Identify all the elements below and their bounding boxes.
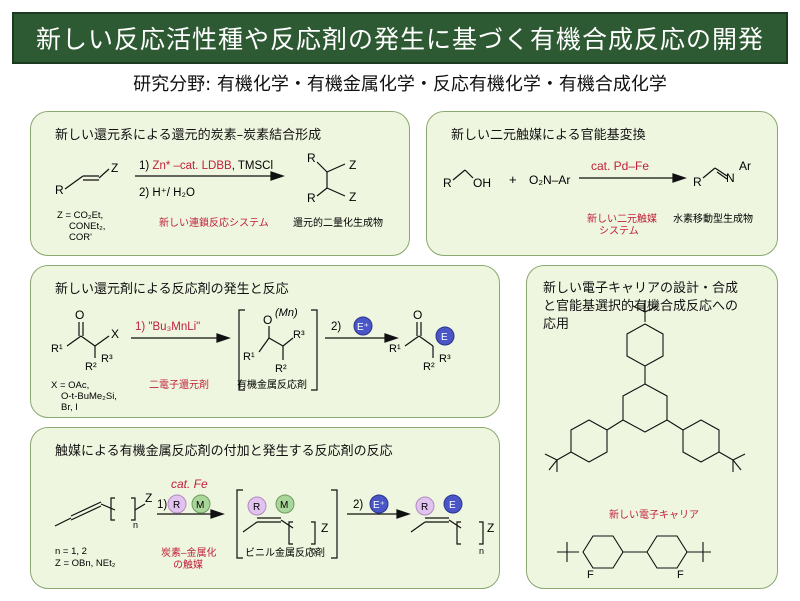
imine-ar: Ar xyxy=(739,159,751,173)
catalyst-label: cat. Fe xyxy=(171,477,208,491)
z-group: Z xyxy=(111,161,118,175)
metal-icon xyxy=(191,494,211,514)
product-z1: Z xyxy=(349,158,356,172)
x-list-1: O-t-BuMe₂Si, xyxy=(61,391,117,402)
panel-title: 新しい電子キャリアの設計・合成と官能基選択的有機合成反応への応用 xyxy=(543,281,739,332)
panel-catalytic-addition: 触媒による有機金属反応剤の付加と発生する反応剤の反応 xyxy=(30,427,500,589)
carbonyl-o: O xyxy=(75,308,84,322)
vinyl-m-icon xyxy=(275,494,295,514)
enolate-mn: (Mn) xyxy=(275,307,298,319)
imine-n: N xyxy=(726,171,735,185)
electrophile-icon xyxy=(353,316,373,336)
label-catalyst-1: システム xyxy=(599,225,639,237)
label-catalyst-0: 新しい二元触媒 xyxy=(587,212,657,225)
panel-reductive-coupling: 新しい還元系による還元的炭素–炭素結合形成 R Z 1) Zn* –cat. L… xyxy=(30,111,410,256)
enolate-r2: R² xyxy=(275,363,287,375)
reagent-m: M xyxy=(196,500,204,511)
reductant-label: 1) "Bu₃MnLi" xyxy=(135,321,200,333)
step2-label: 2) H⁺/ H₂O xyxy=(139,187,195,199)
label-vinyl-metal-reagent: ビニル金属反応剤 xyxy=(245,546,325,559)
product-e: E xyxy=(449,500,456,511)
page-title: 新しい反応活性種や反応剤の発生に基づく有機合成反応の開発 xyxy=(35,25,764,54)
product-e: E xyxy=(441,332,448,343)
step1-label: 1) xyxy=(157,499,167,511)
enolate-o: O xyxy=(263,313,272,327)
panel-reagent-generation: 新しい還元剤による反応剤の発生と反応 O R¹ xyxy=(30,265,500,418)
product-r2: R² xyxy=(423,361,435,373)
enolate-r1: R¹ xyxy=(243,351,255,363)
electrophile-label: E⁺ xyxy=(373,500,385,511)
sub-r1: R¹ xyxy=(51,343,63,355)
vinyl-r: R xyxy=(253,502,260,513)
scheme-reagent-generation: O R¹ R² R³ X 1) "Bu₃MnLi" O (Mn) R¹ R² R… xyxy=(51,307,455,413)
r-group-icon xyxy=(167,494,187,514)
panel-title: 新しい還元剤による反応剤の発生と反応 xyxy=(55,282,289,297)
label-catalyst-1: の触媒 xyxy=(173,558,203,571)
vinyl-r-icon xyxy=(247,496,267,516)
label-h-transfer-product: 水素移動型生成物 xyxy=(673,212,753,225)
product-r: R xyxy=(421,502,428,513)
product-r: R xyxy=(693,175,702,189)
reagent-r: R xyxy=(173,500,180,511)
product-z: Z xyxy=(487,521,494,535)
label-chain-system: 新しい連鎖反応システム xyxy=(159,216,269,229)
plus-sign: + xyxy=(509,172,517,187)
leaving-x: X xyxy=(111,327,119,341)
panel-title: 新しい二元触媒による官能基変換 xyxy=(451,128,646,143)
product-e-icon xyxy=(443,494,463,514)
panel-electron-carrier: 新しい電子キャリアの設計・合成と官能基選択的有機合成反応への応用 xyxy=(526,265,778,589)
product-r1: R xyxy=(307,151,316,165)
panel-title: 触媒による有機金属反応剤の付加と発生する反応剤の反応 xyxy=(55,444,393,459)
electrophile-product-icon xyxy=(435,326,455,346)
step2-label: 2) xyxy=(331,321,341,333)
label-dimer-product: 還元的二量化生成物 xyxy=(293,216,383,229)
label-organometallic-reagent: 有機金属反応剤 xyxy=(237,378,307,391)
label-electron-carrier: 新しい電子キャリア xyxy=(609,508,699,521)
product-r-icon xyxy=(415,496,435,516)
panel-title: 新しい還元系による還元的炭素–炭素結合形成 xyxy=(55,128,322,143)
n-list-0: n = 1, 2 xyxy=(55,546,87,557)
electrophile-icon xyxy=(369,494,389,514)
label-catalyst-0: 炭素–金属化 xyxy=(161,546,217,559)
vinyl-m: M xyxy=(280,500,288,511)
r-group: R xyxy=(55,183,64,197)
z-list-2: COR' xyxy=(69,232,92,243)
product-r2: R xyxy=(307,191,316,205)
product-o: O xyxy=(413,308,422,322)
z-list-1: CONEt₂, xyxy=(69,221,105,232)
step1-label: 1) Zn* –cat. LDBB, TMSCl xyxy=(139,160,273,172)
product-z2: Z xyxy=(349,190,356,204)
product-r3: R³ xyxy=(439,353,451,365)
product-r1: R¹ xyxy=(389,343,401,355)
n-list-1: Z = OBn, NEt₂ xyxy=(55,558,116,569)
title-banner: 新しい反応活性種や反応剤の発生に基づく有機合成反応の開発 xyxy=(12,12,788,64)
sub-r3: R³ xyxy=(101,353,113,365)
x-list-0: X = OAc, xyxy=(51,380,89,391)
step2-label: 2) xyxy=(353,499,363,511)
vinyl-z: Z xyxy=(321,521,328,535)
nitroarene: O₂N–Ar xyxy=(529,173,570,187)
scheme-reductive-coupling: R Z 1) Zn* –cat. LDBB, TMSCl 2) H⁺/ H₂O … xyxy=(55,151,383,243)
scheme-binary-catalyst: R OH + O₂N–Ar cat. Pd–Fe R N Ar 新しい二元触媒 … xyxy=(443,159,753,237)
scheme-catalytic-addition: Z n cat. Fe 1) R M R M Z n 2) E⁺ R E Z n… xyxy=(54,477,494,571)
electrophile-label: E⁺ xyxy=(357,322,369,333)
x-list-2: Br, I xyxy=(61,402,78,413)
substrate-z: Z xyxy=(145,491,152,505)
label-two-electron-reductant: 二電子還元剤 xyxy=(149,378,209,391)
research-fields: 研究分野: 有機化学・有機金属化学・反応有機化学・有機合成化学 xyxy=(133,74,667,95)
vinyl-n: n xyxy=(311,546,316,556)
structure-electron-carrier: 新しい電子キャリア F F xyxy=(544,300,746,581)
panel-binary-catalyst: 新しい二元触媒による官能基変換 R OH + O₂N–Ar cat. Pd–Fe… xyxy=(426,111,778,256)
substrate-n: n xyxy=(133,520,138,530)
catalyst-label: cat. Pd–Fe xyxy=(591,159,649,173)
fluoro-1: F xyxy=(587,569,594,581)
sub-r2: R² xyxy=(85,361,97,373)
product-n: n xyxy=(479,546,484,556)
fluoro-2: F xyxy=(677,569,684,581)
z-list-0: Z = CO₂Et, xyxy=(57,210,103,221)
r-group: R xyxy=(443,176,452,190)
hydroxyl: OH xyxy=(473,176,491,190)
enolate-r3: R³ xyxy=(293,329,305,341)
